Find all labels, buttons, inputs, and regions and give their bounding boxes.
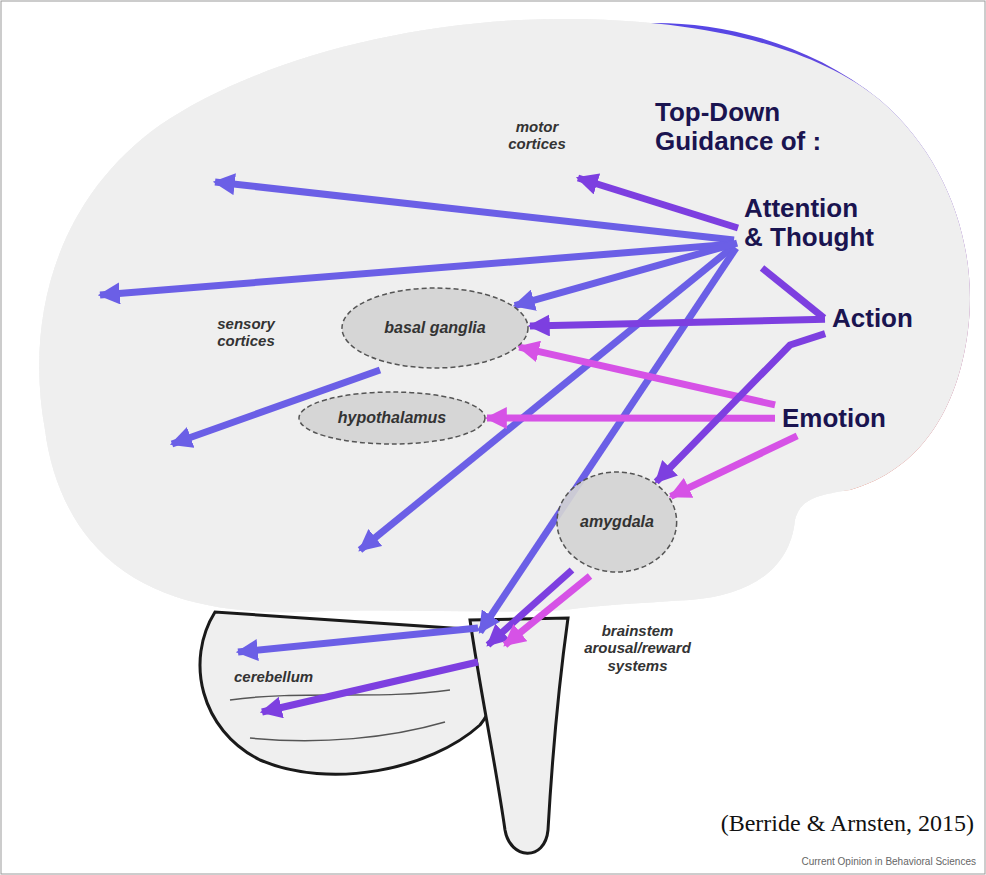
- projection-arrow: [578, 178, 738, 228]
- function-node: Attention & Thought: [740, 192, 880, 253]
- brain-region-ellipse: basal ganglia: [340, 286, 530, 370]
- projection-arrow: [215, 182, 734, 240]
- folium-line: [250, 722, 445, 741]
- cerebrum-shape: [39, 19, 970, 612]
- brainstem-shape: [470, 618, 568, 853]
- projection-arrow: [488, 570, 572, 645]
- projection-arrow: [530, 319, 825, 326]
- journal-credit: Current Opinion in Behavioral Sciences: [801, 856, 976, 867]
- ellipse-shape: [342, 288, 528, 368]
- region-label: brainstem arousal/reward systems: [575, 622, 700, 674]
- function-node: Emotion: [778, 402, 890, 435]
- projection-arrow: [487, 415, 775, 422]
- node-text: basal ganglia: [384, 319, 485, 337]
- node-text: Attention & Thought: [744, 194, 876, 251]
- brain-region-ellipse: hypothalamus: [297, 390, 487, 446]
- node-text: amygdala: [580, 513, 654, 531]
- cerebrum-outline: [39, 19, 970, 612]
- node-text: Action: [832, 304, 913, 333]
- cerebellum-shape: [200, 612, 495, 774]
- heading-label: Top-Down Guidance of :: [655, 98, 845, 155]
- function-node: Action: [828, 302, 917, 335]
- region-label: cerebellum: [232, 668, 315, 685]
- node-text: hypothalamus: [338, 409, 446, 427]
- region-label: motor cortices: [500, 118, 574, 153]
- projection-line: [762, 268, 824, 318]
- citation: (Berride & Arnsten, 2015): [721, 810, 974, 837]
- region-label: sensory cortices: [205, 315, 287, 350]
- ellipse-shape: [299, 392, 485, 444]
- projection-arrow: [238, 628, 478, 652]
- ellipse-shape: [557, 472, 677, 572]
- brain-region-ellipse: amygdala: [555, 470, 679, 574]
- projection-arrow: [515, 243, 737, 305]
- node-text: Emotion: [782, 404, 886, 433]
